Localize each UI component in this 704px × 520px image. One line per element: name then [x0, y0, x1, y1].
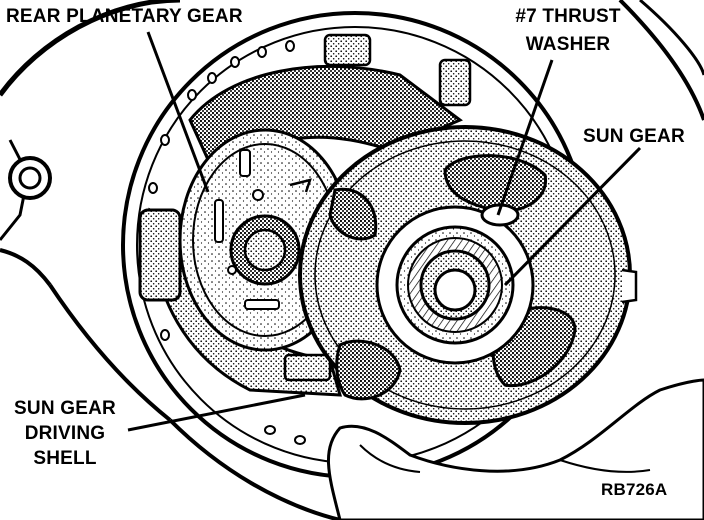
label-driving-shell-line3: SHELL: [33, 448, 97, 469]
label-driving-shell-line1: SUN GEAR: [14, 398, 116, 419]
label-thrust-washer-line1: #7 THRUST: [515, 6, 621, 27]
case-boss: [8, 156, 52, 200]
hand: [327, 378, 704, 520]
leader-lines: [127, 31, 642, 432]
label-sun-gear: SUN GEAR: [583, 126, 685, 147]
sun-gear: [375, 205, 535, 365]
label-rear-planetary-gear: REAR PLANETARY GEAR: [6, 6, 243, 27]
label-driving-shell-line2: DRIVING: [24, 423, 106, 444]
bolt-holes: [148, 40, 306, 445]
label-thrust-washer-line2: WASHER: [525, 34, 611, 55]
figure-code: RB726A: [601, 480, 668, 499]
